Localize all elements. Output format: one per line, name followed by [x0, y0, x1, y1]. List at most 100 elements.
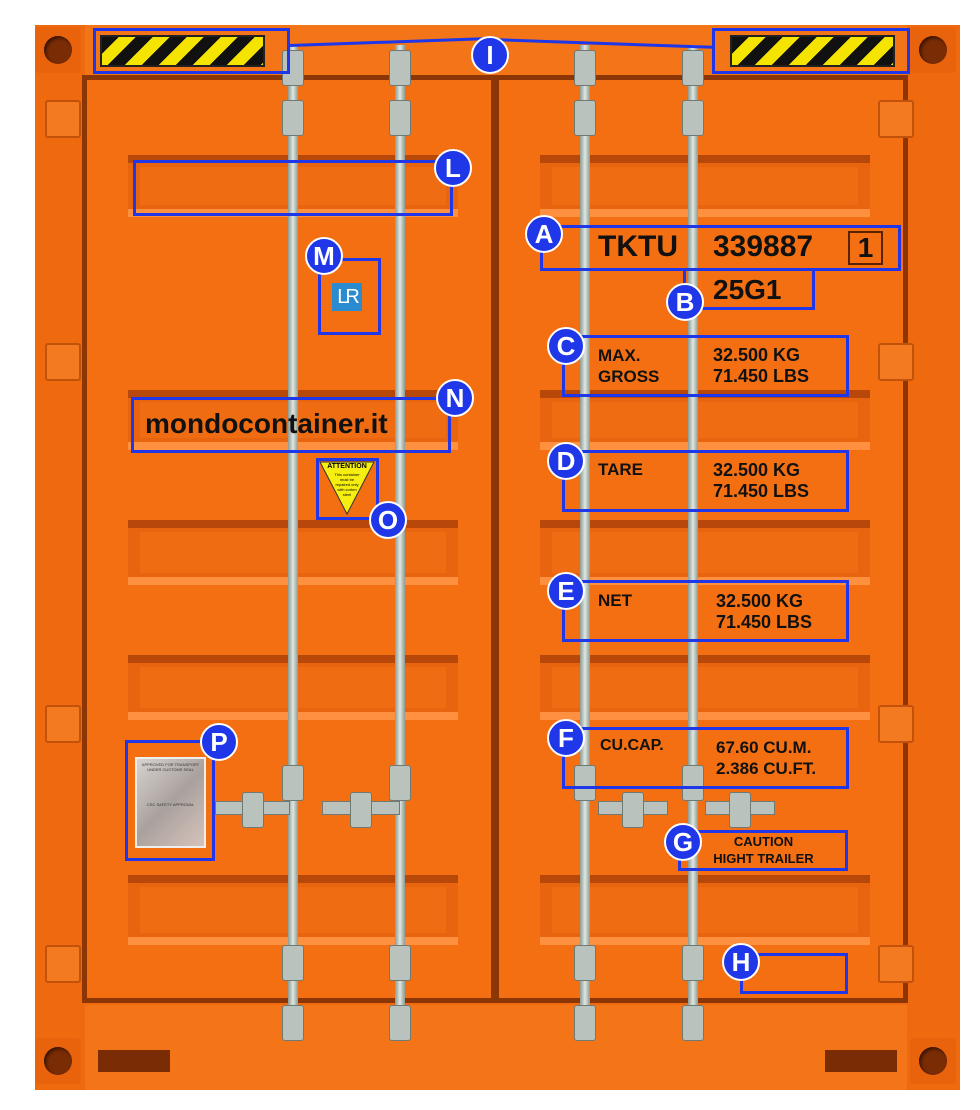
box-a: [540, 225, 901, 271]
attention-body: This container must be repaired only wit…: [334, 472, 360, 497]
cu-cap-label: CU.CAP.: [600, 737, 664, 754]
rod-bracket: [282, 1005, 304, 1041]
rod-bracket: [682, 765, 704, 801]
customs-plate: APPROVED FOR TRANSPORT UNDER CUSTOMS SEA…: [135, 757, 206, 848]
locking-rod: [580, 45, 590, 1025]
rod-bracket: [574, 100, 596, 136]
tare-lbs: 71.450 LBS: [713, 481, 810, 501]
max-gross-lbs: 71.450 LBS: [713, 366, 810, 386]
warning-triangle-icon: [319, 461, 375, 516]
hinge: [45, 100, 81, 138]
locking-rod: [688, 45, 698, 1025]
rod-bracket: [282, 765, 304, 801]
rod-bracket: [389, 765, 411, 801]
box-o: [316, 458, 379, 520]
tare-kg: 32.500 KG: [713, 460, 801, 480]
marker-i: I: [471, 36, 509, 74]
serial-number: 339887: [713, 230, 814, 263]
locking-rod: [395, 45, 405, 1025]
rod-bracket: [574, 1005, 596, 1041]
hinge: [878, 343, 914, 381]
door-panel: [540, 520, 870, 585]
bottom-rail: [35, 1005, 960, 1090]
box-d: [562, 450, 849, 512]
marker-l: L: [434, 149, 472, 187]
left-corner-post: [35, 25, 85, 1090]
attention-title: ATTENTION: [327, 463, 367, 470]
box-i-left: [93, 28, 290, 74]
marker-f: F: [547, 719, 585, 757]
box-m: [318, 258, 381, 335]
handle-keeper: [350, 792, 372, 828]
box-l: [133, 160, 453, 216]
hinge: [45, 343, 81, 381]
cu-cap-ft3: 2.386 CU.FT.: [716, 759, 817, 778]
lloyds-register-logo: LR: [332, 283, 362, 311]
marker-g: G: [664, 823, 702, 861]
rod-bracket: [574, 765, 596, 801]
locking-rod: [288, 45, 298, 1025]
door-panel: [540, 155, 870, 217]
box-p: [125, 740, 215, 861]
corner-casting: [35, 27, 81, 73]
door-panel: [540, 390, 870, 450]
caution-line2: HIGHT TRAILER: [713, 851, 814, 866]
box-f: [562, 727, 849, 789]
rod-bracket: [574, 945, 596, 981]
corner-casting: [35, 1038, 81, 1084]
hinge: [45, 705, 81, 743]
box-e: [562, 580, 849, 642]
rod-bracket: [389, 50, 411, 86]
marker-h: H: [722, 943, 760, 981]
right-corner-post: [907, 25, 960, 1090]
logo-text: LR: [337, 286, 360, 308]
box-n: [131, 397, 451, 453]
net-kg: 32.500 KG: [716, 591, 804, 611]
rod-bracket: [282, 100, 304, 136]
rod-bracket: [682, 100, 704, 136]
box-c: [562, 335, 849, 397]
handle-keeper: [241, 792, 264, 828]
handle-keeper: [729, 792, 751, 828]
attention-sign: ATTENTION This container must be repaire…: [318, 460, 376, 516]
rod-bracket: [389, 945, 411, 981]
cu-cap-m3: 67.60 CU.M.: [716, 738, 812, 757]
hinge: [878, 100, 914, 138]
box-g: [678, 830, 848, 871]
hazard-stripe-left: [100, 35, 265, 67]
corner-casting: [910, 1038, 956, 1084]
box-i-right: [712, 28, 910, 74]
max-gross-kg: 32.500 KG: [713, 345, 801, 365]
hinge: [878, 705, 914, 743]
door-panel: [540, 875, 870, 945]
forklift-slot: [825, 1050, 897, 1072]
marker-b: B: [666, 283, 704, 321]
rod-bracket: [389, 100, 411, 136]
rod-bracket: [682, 50, 704, 86]
door-panel: [540, 655, 870, 720]
hinge: [878, 945, 914, 983]
forklift-slot: [98, 1050, 170, 1072]
max-gross-label: MAX. GROSS: [598, 346, 660, 386]
marker-p: P: [200, 723, 238, 761]
plate-title: APPROVED FOR TRANSPORT UNDER CUSTOMS SEA…: [141, 762, 200, 772]
tare-label: TARE: [598, 460, 644, 479]
net-lbs: 71.450 LBS: [716, 612, 813, 632]
corner-casting: [910, 27, 956, 73]
website-text: mondocontainer.it: [145, 408, 388, 439]
handle-keeper: [622, 792, 644, 828]
hazard-stripe-right: [730, 35, 895, 67]
caution-line1: CAUTION: [733, 834, 794, 849]
check-digit: 1: [848, 231, 883, 265]
marker-e: E: [547, 572, 585, 610]
marker-d: D: [547, 442, 585, 480]
net-label: NET: [598, 591, 632, 610]
marker-n: N: [436, 379, 474, 417]
hinge: [45, 945, 81, 983]
rod-bracket: [574, 50, 596, 86]
rod-bracket: [389, 1005, 411, 1041]
marker-m: M: [305, 237, 343, 275]
plate-subtitle: CSC SAFETY APPROVAL: [146, 802, 195, 807]
marker-a: A: [525, 215, 563, 253]
marker-o: O: [369, 501, 407, 539]
